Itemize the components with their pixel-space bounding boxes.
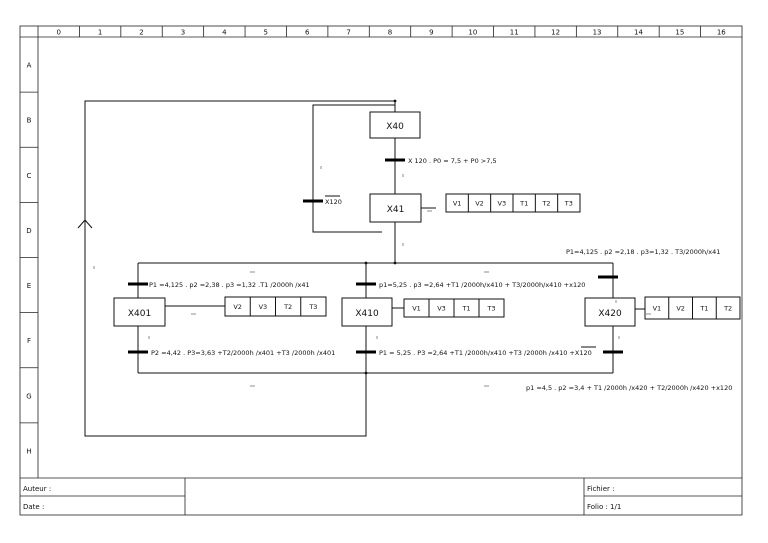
receptivity-x40-x41: X 120 . P0 = 7,5 + P0 >7,5 xyxy=(408,157,497,165)
receptivity-from-x410: P1 = 5,25 . P3 =2,64 +T1 /2000h/x410 +T3… xyxy=(379,349,592,357)
column-label: 14 xyxy=(634,29,643,37)
column-label: 11 xyxy=(510,29,519,37)
column-label: 4 xyxy=(222,29,227,37)
action-v3: V3 xyxy=(259,303,268,311)
step-x41-label: X41 xyxy=(387,205,405,215)
action-v2: V2 xyxy=(233,303,242,311)
action-v2: V2 xyxy=(475,200,484,208)
auteur-label: Auteur : xyxy=(23,485,51,493)
action-t3: T3 xyxy=(308,303,317,311)
column-label: 3 xyxy=(181,29,185,37)
action-v1: V1 xyxy=(453,200,462,208)
links xyxy=(77,99,645,437)
actions-x420: V1 V2 T1 T2 xyxy=(644,296,741,320)
return-arrow-icon xyxy=(77,219,93,229)
return-link-x41-x40 xyxy=(312,104,396,233)
receptivities: X 120 . P0 = 7,5 + P0 >7,5 X120 P1 =4,12… xyxy=(149,157,732,392)
step-x41[interactable]: X41 xyxy=(369,193,422,223)
column-label: 6 xyxy=(305,29,310,37)
step-x420[interactable]: X420 xyxy=(584,297,636,327)
actions-x410: V1 V3 T1 T3 xyxy=(403,298,505,318)
action-t3: T3 xyxy=(486,305,495,313)
row-label: E xyxy=(27,282,31,290)
receptivity-from-x420: p1 =4,5 . p2 =3,4 + T1 /2000h /x420 + T2… xyxy=(526,384,732,392)
sheet-frame xyxy=(19,25,743,516)
column-label: 8 xyxy=(388,29,392,37)
action-t1: T1 xyxy=(519,200,528,208)
column-label: 0 xyxy=(56,29,60,37)
step-x401[interactable]: X401 xyxy=(113,297,166,327)
action-t2: T2 xyxy=(541,200,550,208)
column-label: 9 xyxy=(429,29,433,37)
step-x410-label: X410 xyxy=(355,309,379,319)
row-label: D xyxy=(26,227,31,235)
action-v1: V1 xyxy=(653,305,662,313)
column-label: 2 xyxy=(139,29,143,37)
action-t1: T1 xyxy=(461,305,470,313)
action-v3: V3 xyxy=(437,305,446,313)
step-x40-label: X40 xyxy=(386,122,404,132)
actions-x401: V2 V3 T2 T3 xyxy=(224,296,327,317)
row-label: H xyxy=(26,447,31,455)
step-x410[interactable]: X410 xyxy=(341,297,393,327)
row-label: C xyxy=(27,172,32,180)
date-label: Date : xyxy=(23,503,44,511)
receptivity-x41-x40: X120 xyxy=(325,198,342,206)
column-label: 5 xyxy=(264,29,268,37)
minor-marks xyxy=(93,166,651,387)
step-x420-label: X420 xyxy=(598,309,622,319)
steps: X40 X41 X401 X410 X420 xyxy=(113,111,636,327)
action-v3: V3 xyxy=(498,200,507,208)
row-label: A xyxy=(27,62,32,70)
row-label: B xyxy=(27,117,32,125)
action-t2: T2 xyxy=(283,303,292,311)
column-label: 16 xyxy=(717,29,726,37)
title-block: Auteur : Date : Fichier : Folio : 1/1 xyxy=(20,478,742,515)
column-label: 7 xyxy=(346,29,350,37)
row-headers: A B C D E F G H xyxy=(20,62,38,455)
action-v2: V2 xyxy=(676,305,685,313)
actions-x41: V1 V2 V3 T1 T2 T3 xyxy=(445,193,581,213)
row-label: G xyxy=(26,392,31,400)
column-label: 12 xyxy=(551,29,560,37)
column-label: 10 xyxy=(468,29,477,37)
return-link-outer xyxy=(84,100,396,437)
transitions xyxy=(128,158,623,354)
action-t2: T2 xyxy=(723,305,732,313)
receptivity-to-x410: p1=5,25 . p3 =2,64 +T1 /2000h/x410 + T3/… xyxy=(379,281,585,289)
step-x40[interactable]: X40 xyxy=(369,111,421,139)
column-label: 15 xyxy=(675,29,684,37)
receptivity-to-x420: P1=4,125 . p2 =2,18 . p3=1,32 . T3/2000h… xyxy=(566,248,720,256)
action-t1: T1 xyxy=(699,305,708,313)
row-label: F xyxy=(27,337,31,345)
step-x401-label: X401 xyxy=(128,309,151,319)
receptivity-to-x401: P1 =4,125 . p2 =2,38 . p3 =1,32 .T1 /200… xyxy=(149,281,310,289)
receptivity-from-x401: P2 =4,42 . P3=3,63 +T2/2000h /x401 +T3 /… xyxy=(151,349,335,357)
column-label: 13 xyxy=(593,29,602,37)
folio-label: Folio : 1/1 xyxy=(587,503,621,511)
action-v1: V1 xyxy=(412,305,421,313)
fichier-label: Fichier : xyxy=(587,485,614,493)
column-label: 1 xyxy=(98,29,102,37)
action-t3: T3 xyxy=(564,200,573,208)
